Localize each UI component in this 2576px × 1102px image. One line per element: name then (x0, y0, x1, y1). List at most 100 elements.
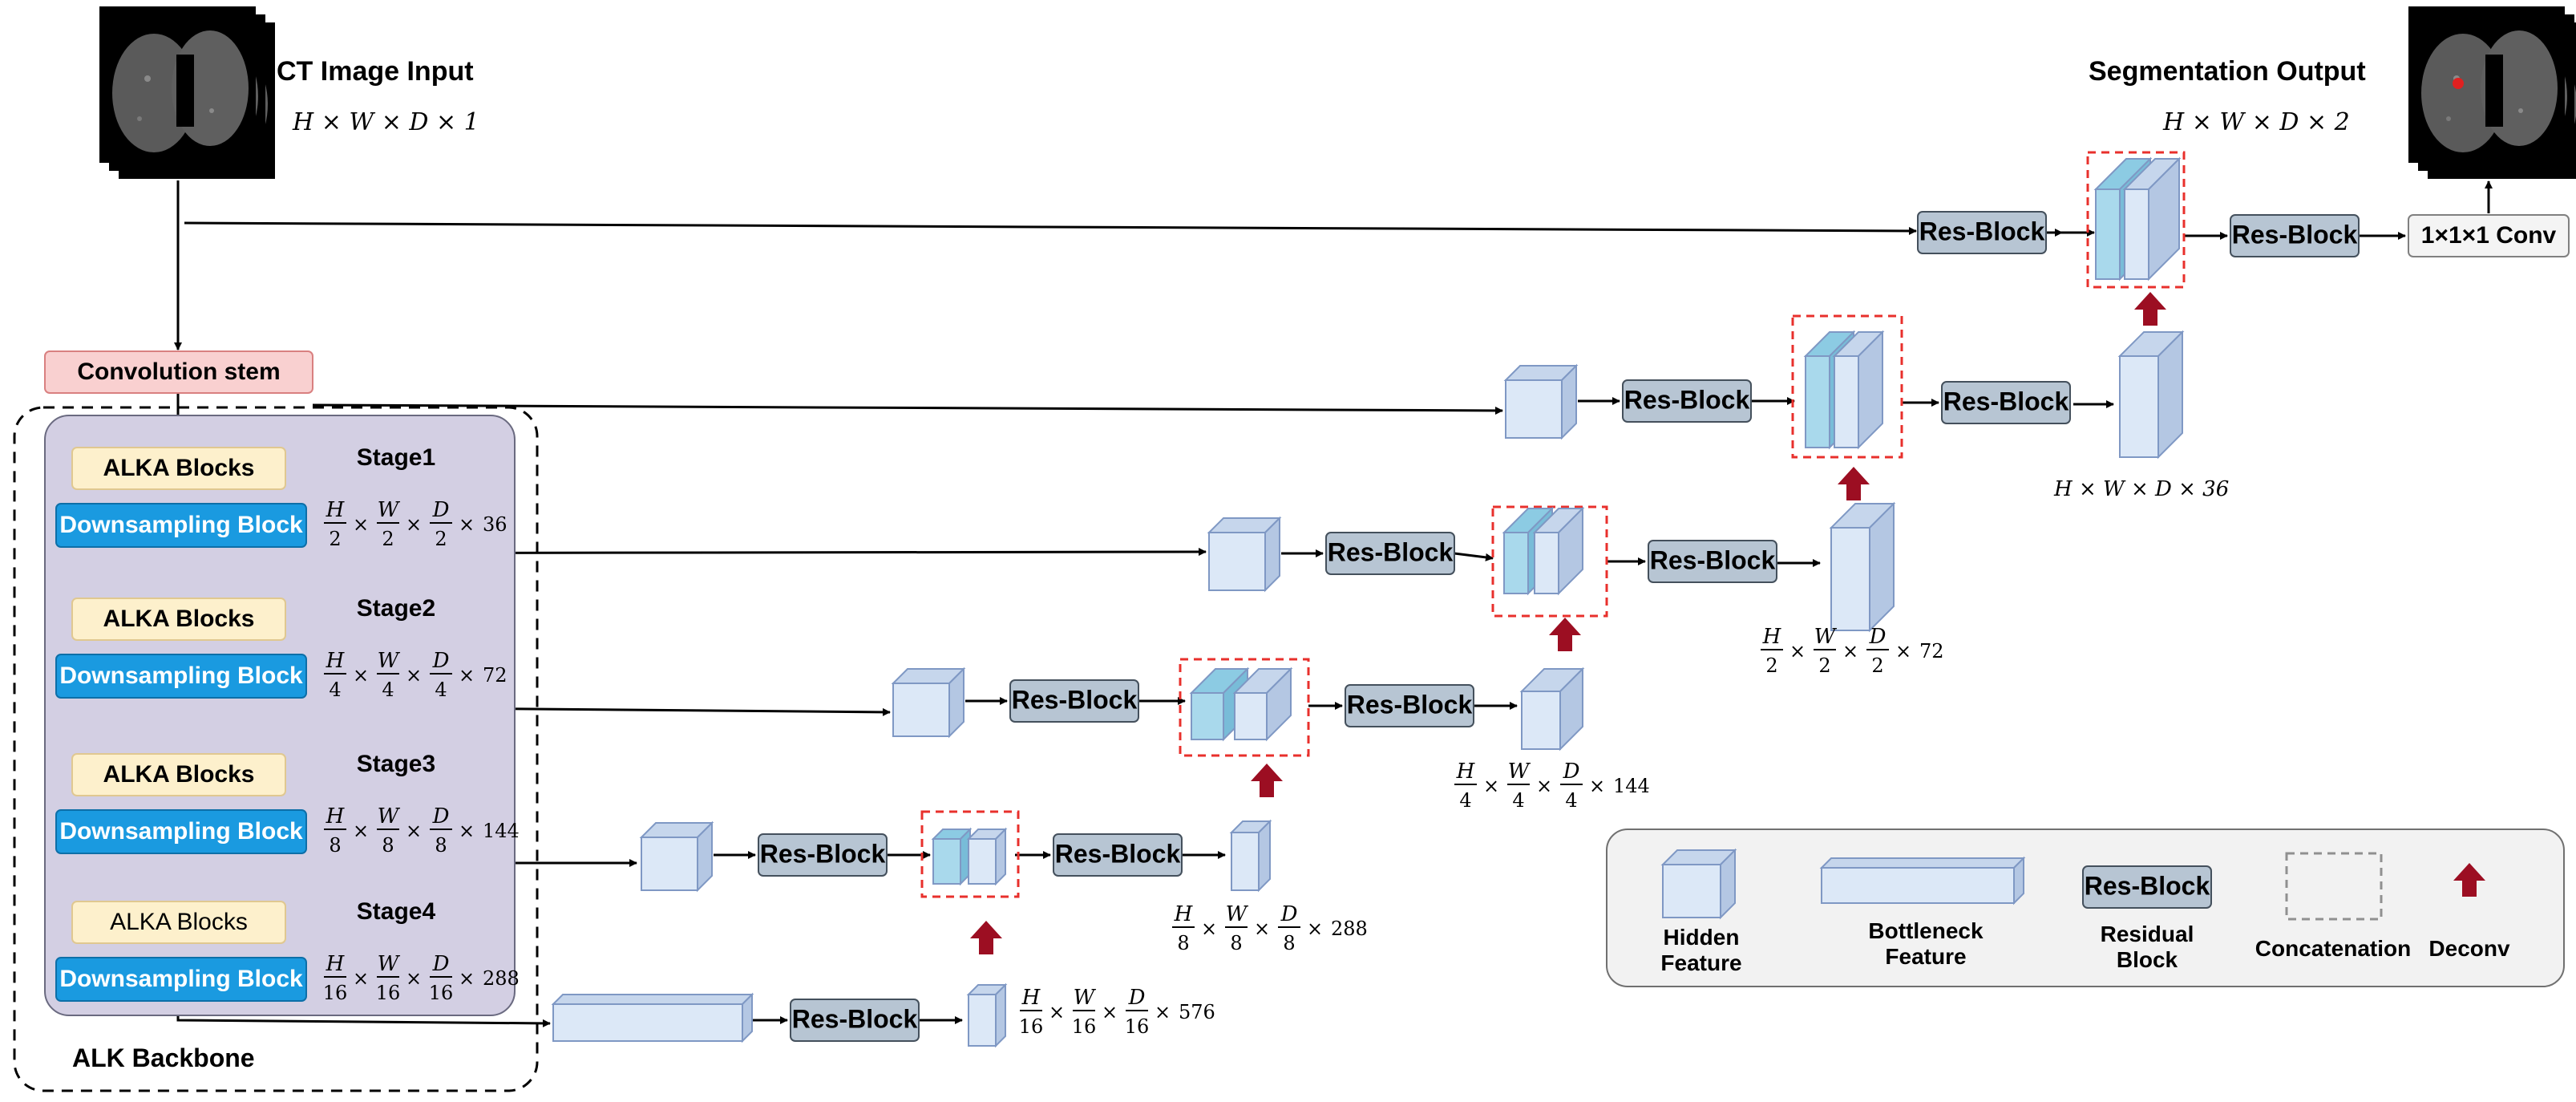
frac-denominator: 4 (1512, 789, 1524, 812)
channel-count: 36 (483, 513, 508, 536)
alka-blocks-3: ALKA Blocks (71, 753, 286, 796)
concat-cube-l3a (931, 827, 973, 886)
legend-residual-label-1: Residual (2101, 922, 2194, 946)
frac-numerator: W (1508, 760, 1531, 784)
frac-numerator: D (1563, 760, 1580, 784)
legend-deconv-label: Deconv (2428, 936, 2510, 961)
times-sign: × (1842, 640, 1858, 662)
stage-shape-3: H8×W8×D8×144 (324, 804, 520, 857)
seg-slice (2408, 6, 2565, 163)
downsampling-block-2: Downsampling Block (55, 654, 307, 699)
frac-denominator: 2 (1871, 654, 1883, 677)
times-sign: × (406, 967, 422, 990)
legend-deconv-arrow (2453, 863, 2485, 897)
frac-numerator: W (1814, 625, 1838, 649)
convolution-stem-bg (44, 350, 313, 394)
deconv-arrow-shape (1251, 764, 1283, 797)
stage-label-2: Stage2 (357, 595, 435, 622)
times-sign: × (1483, 775, 1499, 797)
hidden-feature-l3 (639, 820, 714, 893)
frac-denominator: 8 (1230, 932, 1242, 954)
legend-res-block: Res-Block (2082, 865, 2212, 909)
cube-front (968, 838, 997, 885)
segmentation-output-image (2408, 6, 2576, 179)
channel-count: 288 (1331, 918, 1368, 940)
deconv-arrow-shape (1838, 467, 1870, 500)
legend-hidden-cube (1660, 848, 1737, 920)
input-shape: H × W × D × 1 (292, 108, 479, 136)
arrow-l1-concat-in (1454, 552, 1494, 561)
concat-box-l2 (1179, 658, 1310, 757)
times-sign: × (353, 967, 369, 990)
downsampling-block-1-bg (55, 503, 307, 548)
res-block-top-b-bg (2230, 214, 2360, 257)
alka-blocks-1: ALKA Blocks (71, 447, 286, 490)
times-sign: × (1254, 918, 1270, 940)
res-block-l1b-bg (1648, 540, 1777, 583)
cube-side (1258, 819, 1271, 893)
legend-concat-label: Concatenation (2255, 936, 2411, 961)
frac-denominator: 16 (323, 982, 348, 1004)
times-sign: × (353, 664, 369, 687)
res-block-l1a: Res-Block (1325, 532, 1455, 575)
downsampling-block-3: Downsampling Block (55, 809, 307, 854)
alka-blocks-2: ALKA Blocks (71, 598, 286, 641)
frac-denominator: 8 (1177, 932, 1189, 954)
legend-hidden-label-1: Hidden (1664, 925, 1740, 950)
times-sign: × (1789, 640, 1806, 662)
res-block-l3a-label: Res-Block (760, 839, 886, 868)
res-block-bottleneck-label: Res-Block (792, 1004, 918, 1033)
frac-denominator: 2 (435, 528, 447, 550)
channel-count: 144 (1613, 775, 1650, 797)
lesion-mark (2453, 78, 2464, 89)
channel-count: 576 (1179, 1001, 1215, 1023)
alk-backbone-outline (13, 406, 539, 1092)
deconv-l2 (1251, 764, 1283, 797)
res-block-l3b-bg (1053, 833, 1183, 877)
res-block-top-a-label: Res-Block (1919, 217, 2045, 245)
frac-denominator: 8 (382, 834, 394, 857)
channel-count: 144 (483, 820, 520, 842)
times-sign: × (1536, 775, 1552, 797)
deconv-l1 (1549, 618, 1581, 651)
backbone-panel (44, 415, 516, 1016)
times-sign: × (1155, 1001, 1171, 1023)
frac-numerator: H (1456, 760, 1476, 784)
res-block-l0b-bg (1941, 381, 2071, 424)
stage-shape-1: H2×W2×D2×36 (324, 498, 508, 550)
bottleneck-out-cube (966, 982, 1008, 1048)
concat-box-l0 (1791, 314, 1903, 459)
res-block-l0a-bg (1622, 379, 1752, 423)
cube-top (1819, 857, 2026, 869)
downsampling-block-3-bg (55, 809, 307, 854)
cube-front (1208, 532, 1266, 591)
deconv-arrow-shape (1549, 618, 1581, 651)
res-block-l2b-label: Res-Block (1347, 690, 1473, 719)
conv-1x1x1-bg (2408, 214, 2570, 257)
res-block-l0b: Res-Block (1941, 381, 2071, 424)
frac-numerator: D (432, 649, 450, 673)
frac-numerator: D (1128, 986, 1146, 1010)
frac-numerator: D (432, 804, 450, 829)
ct-input-image (99, 6, 275, 179)
alka-blocks-4: ALKA Blocks (71, 901, 286, 944)
frac-denominator: 2 (1765, 654, 1777, 677)
deconv-arrow-shape (2134, 292, 2166, 326)
stage-label-4: Stage4 (357, 898, 436, 925)
alka-blocks-1-label: ALKA Blocks (103, 455, 255, 481)
convolution-stem: Convolution stem (44, 350, 313, 394)
conv-1x1x1: 1×1×1 Conv (2408, 214, 2570, 257)
res-block-top-a-bg (1917, 211, 2047, 254)
frac-numerator: H (326, 952, 346, 976)
legend-residual-label-2: Block (2117, 947, 2178, 972)
dec2-cube (1519, 666, 1585, 752)
bottleneck-shape: H16×W16×D16×576 (1019, 986, 1215, 1038)
downsampling-block-3-label: Downsampling Block (59, 818, 303, 845)
downsampling-block-1-label: Downsampling Block (59, 512, 303, 538)
frac-denominator: 2 (329, 528, 341, 550)
cube-side (995, 982, 1006, 1048)
cube-front (1805, 355, 1830, 448)
cube-front (1821, 867, 2015, 904)
alka-blocks-2-label: ALKA Blocks (103, 606, 255, 632)
